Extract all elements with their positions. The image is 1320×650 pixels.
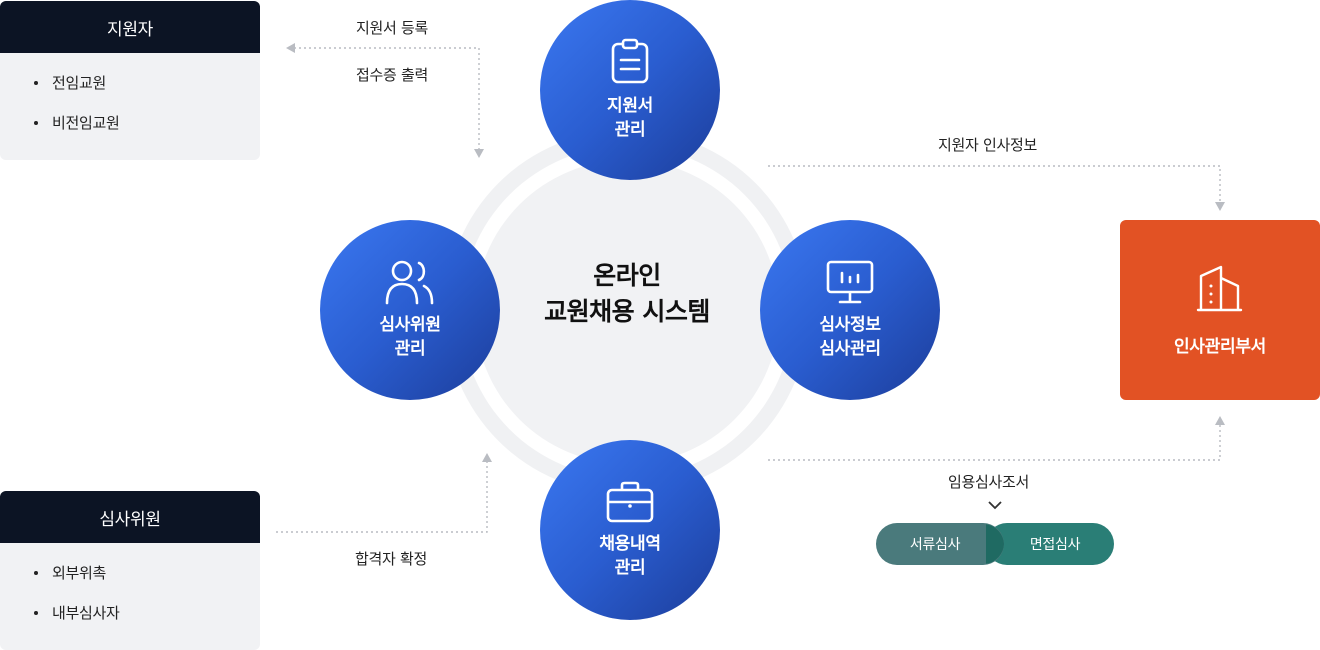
applicant-card: 지원자 전임교원 비전임교원 xyxy=(0,1,260,160)
system-core xyxy=(475,160,779,464)
node-review-info-management[interactable]: 심사정보 심사관리 xyxy=(760,220,940,400)
chevron-down-icon xyxy=(988,501,1002,510)
node-label: 지원서 관리 xyxy=(607,94,653,142)
arrow-head-down-hr xyxy=(1215,202,1225,211)
node-label-line2: 관리 xyxy=(614,120,646,140)
node-label: 심사정보 심사관리 xyxy=(819,313,881,361)
document-review-pill: 서류심사 xyxy=(876,523,1004,565)
node-application-management[interactable]: 지원서 관리 xyxy=(540,0,720,180)
reviewer-card-title: 심사위원 xyxy=(0,491,260,543)
connector-hr-info xyxy=(768,165,1221,203)
building-icon xyxy=(1196,265,1243,311)
node-label-line1: 심사위원 xyxy=(379,315,441,335)
flow-label-appointment: 임용심사조서 xyxy=(948,473,1030,491)
list-item: 외부위촉 xyxy=(34,563,260,603)
arrow-head-down xyxy=(474,149,484,158)
applicant-card-title: 지원자 xyxy=(0,1,260,53)
interview-review-pill: 면접심사 xyxy=(986,523,1114,565)
node-reviewer-management[interactable]: 심사위원 관리 xyxy=(320,220,500,400)
flow-label-receipt: 접수증 출력 xyxy=(356,66,428,84)
clipboard-icon xyxy=(611,38,649,84)
node-label-line2: 심사관리 xyxy=(819,339,881,359)
hr-department-box[interactable]: 인사관리부서 xyxy=(1120,220,1320,400)
hr-department-label: 인사관리부서 xyxy=(1173,336,1267,357)
system-title: 온라인 교원채용 시스템 xyxy=(475,258,779,330)
node-label-line2: 관리 xyxy=(614,558,646,578)
reviewer-type-list: 외부위촉 내부심사자 xyxy=(0,543,260,643)
flow-label-register: 지원서 등록 xyxy=(356,19,428,37)
monitor-icon xyxy=(826,260,874,304)
arrow-head-up-hr xyxy=(1215,416,1225,425)
node-hiring-history-management[interactable]: 채용내역 관리 xyxy=(540,440,720,620)
connector-confirm xyxy=(276,460,488,533)
flow-label-hr-info: 지원자 인사정보 xyxy=(938,136,1037,154)
list-item: 전임교원 xyxy=(34,73,260,113)
applicant-type-list: 전임교원 비전임교원 xyxy=(0,53,260,153)
list-item: 내부심사자 xyxy=(34,603,260,643)
connector-register xyxy=(294,47,480,150)
arrow-head-up xyxy=(482,453,492,462)
node-label: 채용내역 관리 xyxy=(599,532,661,580)
briefcase-icon xyxy=(606,481,654,523)
connector-appointment xyxy=(768,424,1221,461)
node-label-line1: 심사정보 xyxy=(819,315,881,335)
users-icon xyxy=(385,260,434,305)
system-title-line1: 온라인 xyxy=(593,261,661,290)
pill-label: 면접심사 xyxy=(1029,537,1081,553)
node-label-line2: 관리 xyxy=(394,339,426,359)
system-title-line2: 교원채용 시스템 xyxy=(544,297,710,326)
list-item: 비전임교원 xyxy=(34,113,260,153)
node-label: 심사위원 관리 xyxy=(379,313,441,361)
arrow-head-left xyxy=(286,43,295,53)
pill-overlap xyxy=(986,524,1004,564)
reviewer-card: 심사위원 외부위촉 내부심사자 xyxy=(0,491,260,650)
flow-label-confirm: 합격자 확정 xyxy=(355,550,427,568)
pill-label: 서류심사 xyxy=(909,537,961,553)
node-label-line1: 채용내역 xyxy=(599,534,661,554)
node-label-line1: 지원서 xyxy=(606,96,654,116)
